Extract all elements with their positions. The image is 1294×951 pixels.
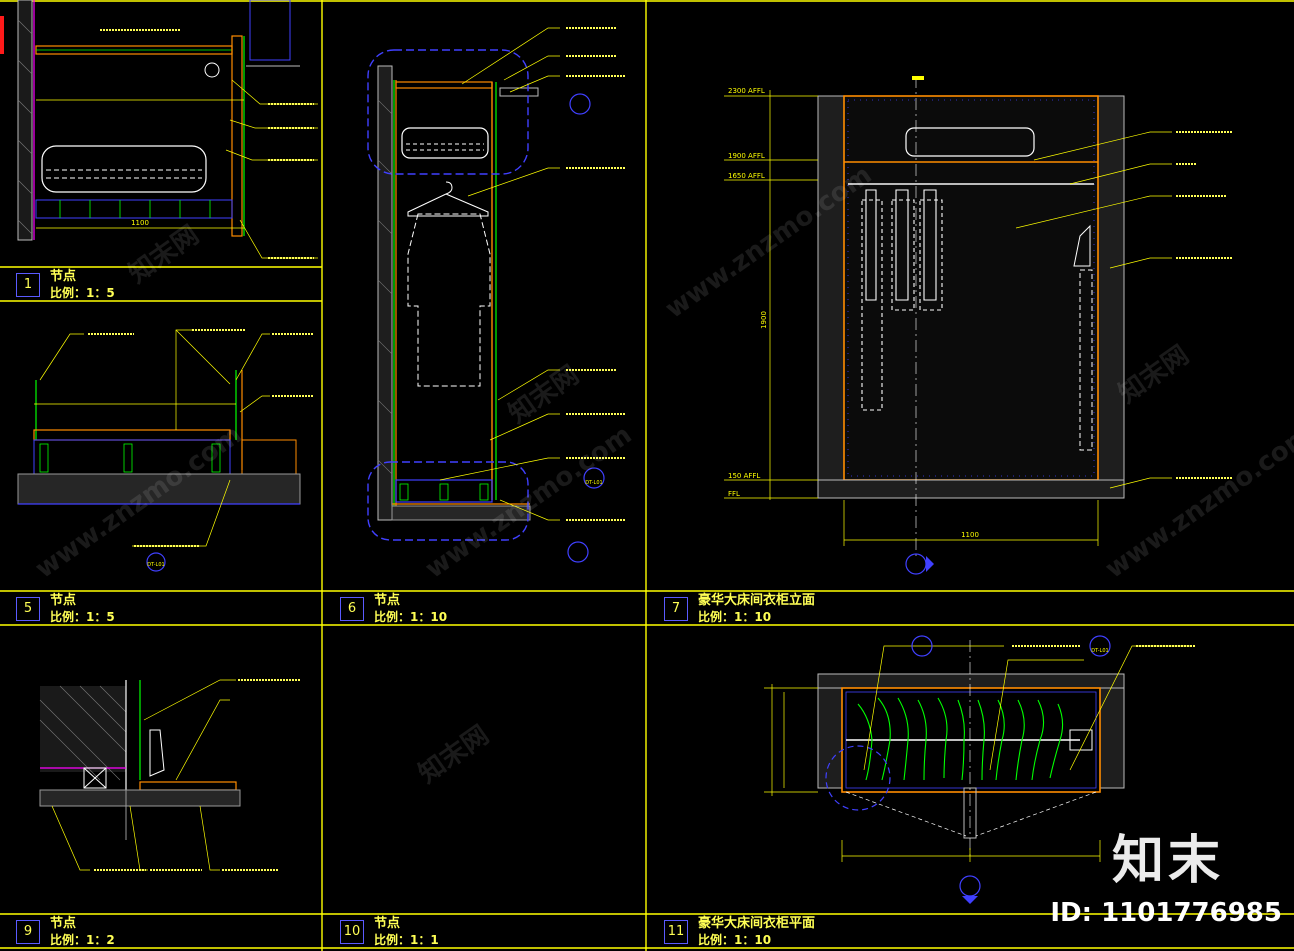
panel-7-drawing: 2300 AFFL 1900 AFFL 1650 AFFL 150 AFFL F… xyxy=(724,76,1232,575)
panel-scale: 比例：1：10 xyxy=(698,610,772,624)
panel-1-drawing: 1100 xyxy=(17,0,318,259)
image-id-label: ID: 1101776985 xyxy=(1050,898,1282,928)
panel-scale: 比例：1：10 xyxy=(374,610,448,624)
panel-number: 6 xyxy=(340,597,364,621)
panel-title: 节点 xyxy=(374,593,401,608)
panel-scale: 比例：1：2 xyxy=(50,933,115,947)
panel1-dim-width: 1100 xyxy=(131,219,149,227)
panel-title: 节点 xyxy=(50,916,77,931)
panel-scale: 比例：1：10 xyxy=(698,933,772,947)
panel-6-drawing: DT-L01 xyxy=(367,27,626,563)
panel-number: 11 xyxy=(664,920,688,944)
panel-scale: 比例：1：1 xyxy=(374,933,439,947)
panel-scale: 比例：1：5 xyxy=(50,286,115,300)
elev-dim-height: 1900 xyxy=(760,311,768,329)
panel-number: 1 xyxy=(16,273,40,297)
panel-title: 节点 xyxy=(374,916,401,931)
panel-scale: 比例：1：5 xyxy=(50,610,115,624)
panel-title: 节点 xyxy=(50,269,77,284)
panel-number: 9 xyxy=(16,920,40,944)
panel11-callout-ref: DT-L01 xyxy=(1091,648,1108,654)
level-1650: 1650 AFFL xyxy=(728,172,765,180)
panel-11-drawing: DT-L01 xyxy=(764,635,1196,904)
level-150: 150 AFFL xyxy=(728,472,760,480)
brand-logo-text: 知末 xyxy=(1111,831,1224,891)
panel-number: 7 xyxy=(664,597,688,621)
panel5-callout-ref: DT-L01 xyxy=(147,562,164,568)
panel-9-drawing xyxy=(39,679,300,871)
panel-title: 豪华大床间衣柜平面 xyxy=(698,916,816,931)
level-1900: 1900 AFFL xyxy=(728,152,765,160)
panel6-callout-ref: DT-L01 xyxy=(585,480,602,486)
level-2300: 2300 AFFL xyxy=(728,87,765,95)
panel-title: 节点 xyxy=(50,593,77,608)
elev-dim-width: 1100 xyxy=(961,531,979,539)
red-edge-marker xyxy=(0,16,4,54)
level-ffl: FFL xyxy=(728,490,740,498)
panel-number: 10 xyxy=(340,920,364,944)
panel-title: 豪华大床间衣柜立面 xyxy=(698,593,816,608)
panel-5-drawing: DT-L01 xyxy=(17,329,314,572)
panel-number: 5 xyxy=(16,597,40,621)
